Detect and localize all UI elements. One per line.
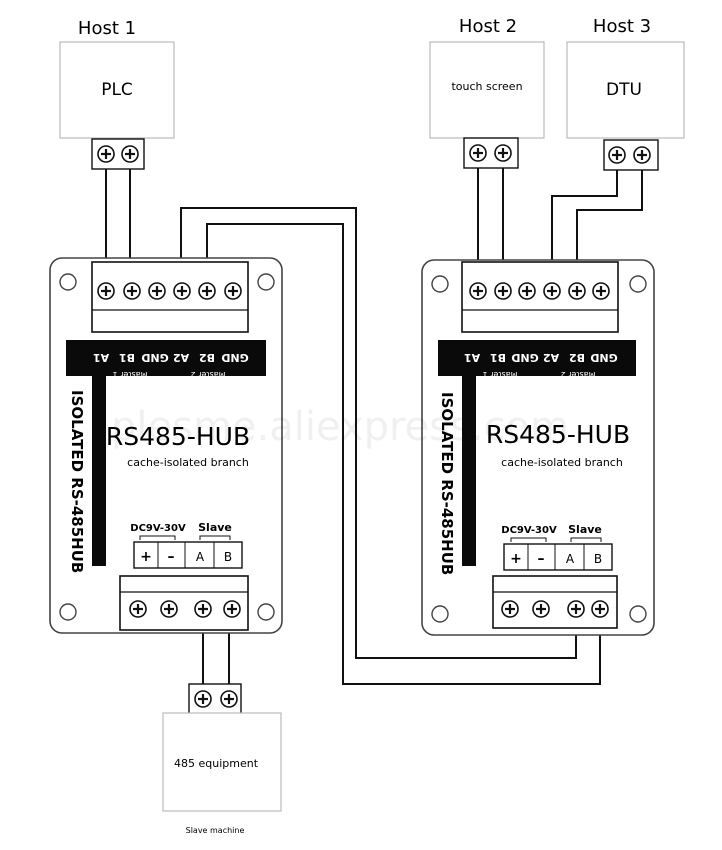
hub1-plus: + (140, 549, 152, 565)
hub2-master2: Master 2 (561, 370, 596, 379)
host3-box (566, 41, 685, 139)
hub1-slave-b: B (224, 550, 232, 564)
hub1-master2: Master 2 (191, 370, 226, 379)
hub2-slave-a: A (566, 552, 575, 566)
host3-title: Host 3 (593, 16, 651, 37)
hub1-board: A1 B1 GND A2 B2 GND Master 1 Master 2 IS… (49, 257, 283, 634)
host3-device: DTU (606, 80, 642, 100)
hub1-pin-gnd2: GND (221, 351, 248, 364)
hub1-slave-label: Slave (198, 521, 232, 534)
hub1-side-label: ISOLATED RS-485HUB (68, 390, 86, 573)
host2-box (429, 41, 545, 139)
hub1-title: RS485-HUB (106, 422, 250, 451)
hub2-minus: – (538, 551, 545, 567)
slave-device-caption: Slave machine (186, 826, 245, 835)
slave-device-box (162, 712, 282, 812)
hub1-pin-a1: A1 (93, 351, 109, 364)
hub2-pin-b2: B2 (569, 351, 585, 364)
hub2-subtitle: cache-isolated branch (501, 456, 623, 469)
hub2-master1: Master 1 (483, 370, 518, 379)
hub2-power-label: DC9V-30V (501, 525, 557, 536)
hub2-pin-a1: A1 (464, 351, 480, 364)
hub1-subtitle: cache-isolated branch (127, 456, 249, 469)
hub2-title: RS485-HUB (486, 420, 630, 449)
watermark: plesme.aliexpress.com (111, 404, 569, 450)
hub1-pin-gnd1: GND (141, 351, 168, 364)
hub2-slave-label: Slave (568, 523, 602, 536)
hub1-master1: Master 1 (113, 370, 148, 379)
host3-connector (603, 139, 659, 171)
hub2-plus: + (510, 551, 522, 567)
host1-title: Host 1 (78, 18, 136, 39)
wires (105, 168, 643, 685)
hub2-pin-b1: B1 (490, 351, 506, 364)
hub1-slave-a: A (196, 550, 205, 564)
host1-box (59, 41, 175, 139)
hub2-pin-gnd1: GND (511, 351, 538, 364)
host2-connector (463, 137, 519, 169)
hub1-minus: – (168, 549, 175, 565)
host1-device: PLC (101, 80, 133, 100)
host2-device: touch screen (451, 80, 522, 93)
hub1-power-label: DC9V-30V (130, 523, 186, 534)
hub1-pin-b2: B2 (199, 351, 215, 364)
host2-title: Host 2 (459, 16, 517, 37)
hub1-pin-a2: A2 (173, 351, 189, 364)
hub1-pin-b1: B1 (119, 351, 135, 364)
hub2-side-label: ISOLATED RS-485HUB (438, 392, 456, 575)
slave-device-name: 485 equipment (174, 757, 259, 770)
hub2-board: A1 B1 GND A2 B2 GND Master 1 Master 2 IS… (421, 259, 655, 636)
hub2-pin-a2: A2 (543, 351, 559, 364)
host1-connector (91, 138, 145, 170)
slave-connector (188, 683, 242, 715)
hub2-slave-b: B (594, 552, 602, 566)
hub2-pin-gnd2: GND (590, 351, 617, 364)
